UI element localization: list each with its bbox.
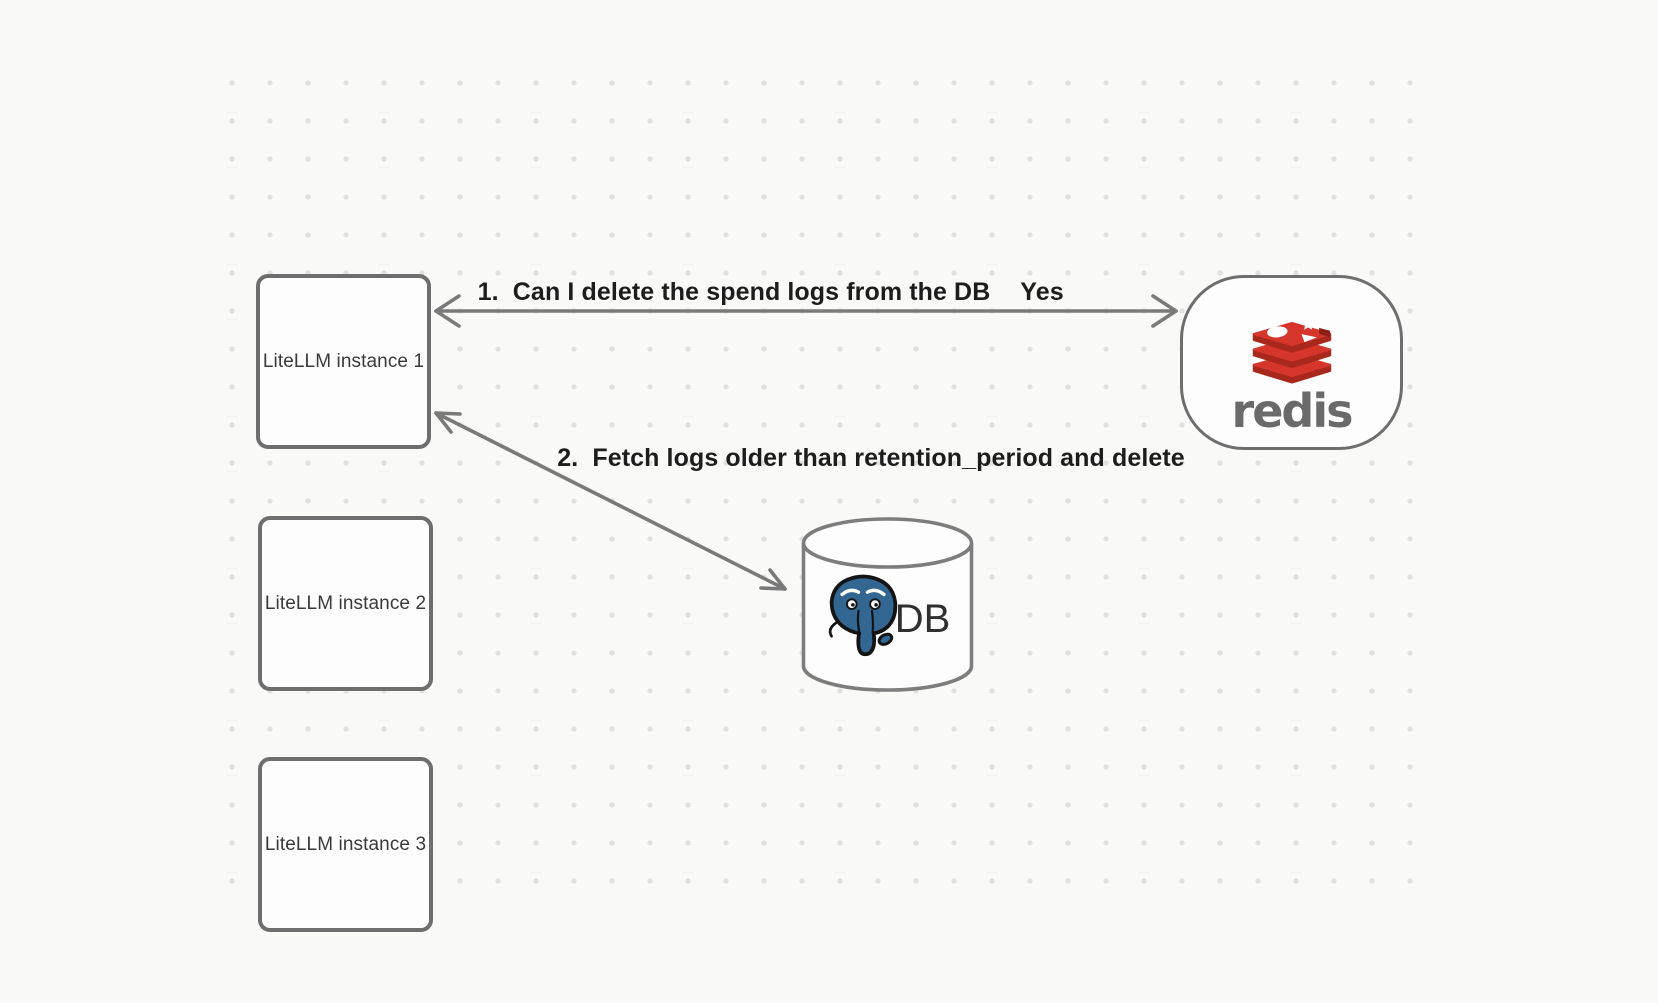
- arrow-label-fetch-logs: 2. Fetch logs older than retention_perio…: [557, 444, 1185, 472]
- node-label: LiteLLM instance 3: [264, 833, 427, 855]
- postgresql-elephant-icon: [828, 574, 897, 657]
- redis-wordmark: redis: [1231, 384, 1354, 438]
- db-label: DB: [894, 596, 951, 641]
- node-label: LiteLLM instance 1: [262, 350, 425, 372]
- arrow-label-delete-spend-logs: 1. Can I delete the spend logs from the …: [477, 278, 991, 306]
- node-label: LiteLLM instance 2: [264, 592, 427, 614]
- redis-stack-logo-icon: [1252, 317, 1331, 384]
- node-db: DB: [800, 516, 975, 696]
- arrow-label-yes: Yes: [1020, 278, 1064, 306]
- node-litellm-instance-1: LiteLLM instance 1: [256, 274, 431, 449]
- node-litellm-instance-3: LiteLLM instance 3: [258, 757, 433, 932]
- node-litellm-instance-2: LiteLLM instance 2: [258, 516, 433, 691]
- redis-logo-shapes: [1266, 317, 1330, 343]
- node-redis: redis: [1180, 275, 1403, 450]
